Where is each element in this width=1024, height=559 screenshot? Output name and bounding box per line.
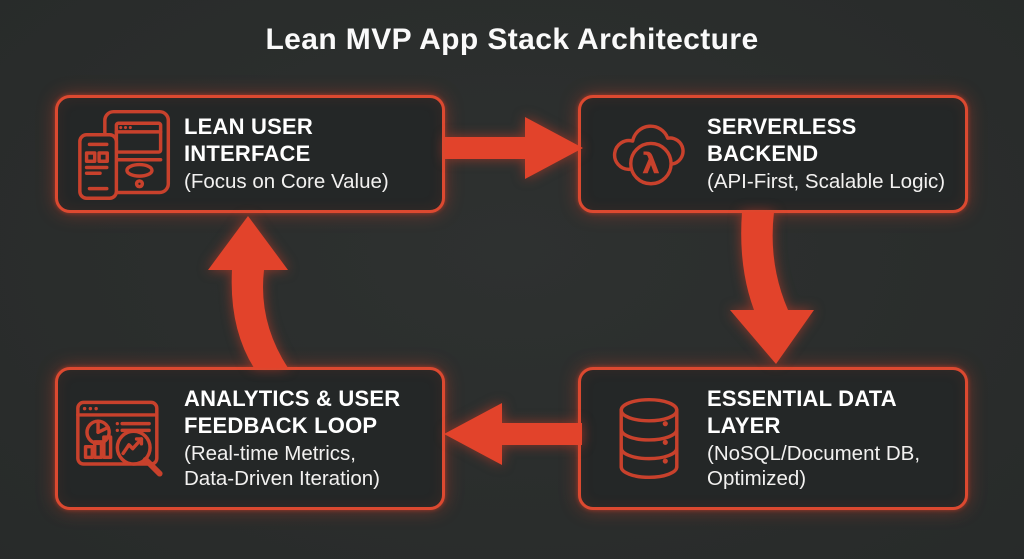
node-title: ESSENTIAL DATA LAYER — [707, 386, 896, 438]
node-serverless-backend: λ SERVERLESS BACKEND (API-First, Scalabl… — [578, 95, 968, 213]
node-lean-user-interface: LEAN USER INTERFACE (Focus on Core Value… — [55, 95, 445, 213]
node-subtitle-line-1: (NoSQL/Document DB, — [707, 441, 921, 465]
node-subtitle: (Focus on Core Value) — [184, 169, 389, 193]
node-subtitle: (API-First, Scalable Logic) — [707, 169, 946, 193]
node-title: SERVERLESS BACKEND — [707, 114, 857, 166]
database-icon — [595, 389, 703, 489]
node-subtitle-line-1: (Real-time Metrics, — [184, 441, 356, 465]
page-title: Lean MVP App Stack Architecture — [265, 23, 759, 56]
node-analytics-user-feedback-loop: ANALYTICS & USER FEEDBACK LOOP (Real-tim… — [55, 367, 445, 510]
node-text: ANALYTICS & USER FEEDBACK LOOP (Real-tim… — [180, 386, 430, 491]
arrow-backend-to-data-icon — [702, 212, 817, 367]
arrow-data-to-analytics-icon — [444, 401, 582, 467]
node-title-line-2: FEEDBACK LOOP — [184, 412, 378, 438]
node-subtitle-line-2: Data-Driven Iteration) — [184, 466, 380, 490]
node-text: SERVERLESS BACKEND (API-First, Scalable … — [703, 114, 953, 194]
node-title-line-1: ANALYTICS & USER — [184, 386, 401, 412]
analytics-dashboard-icon — [72, 390, 180, 488]
cloud-lambda-icon: λ — [595, 106, 703, 202]
node-subtitle-line-2: Optimized) — [707, 466, 807, 490]
node-essential-data-layer: ESSENTIAL DATA LAYER (NoSQL/Document DB,… — [578, 367, 968, 510]
lambda-symbol: λ — [642, 146, 660, 180]
devices-icon — [72, 106, 180, 202]
node-text: ESSENTIAL DATA LAYER (NoSQL/Document DB,… — [703, 386, 953, 491]
arrow-analytics-to-ui-icon — [196, 216, 306, 368]
arrow-ui-to-backend-icon — [445, 115, 583, 181]
node-title: LEAN USER INTERFACE — [184, 114, 313, 166]
node-text: LEAN USER INTERFACE (Focus on Core Value… — [180, 114, 430, 194]
